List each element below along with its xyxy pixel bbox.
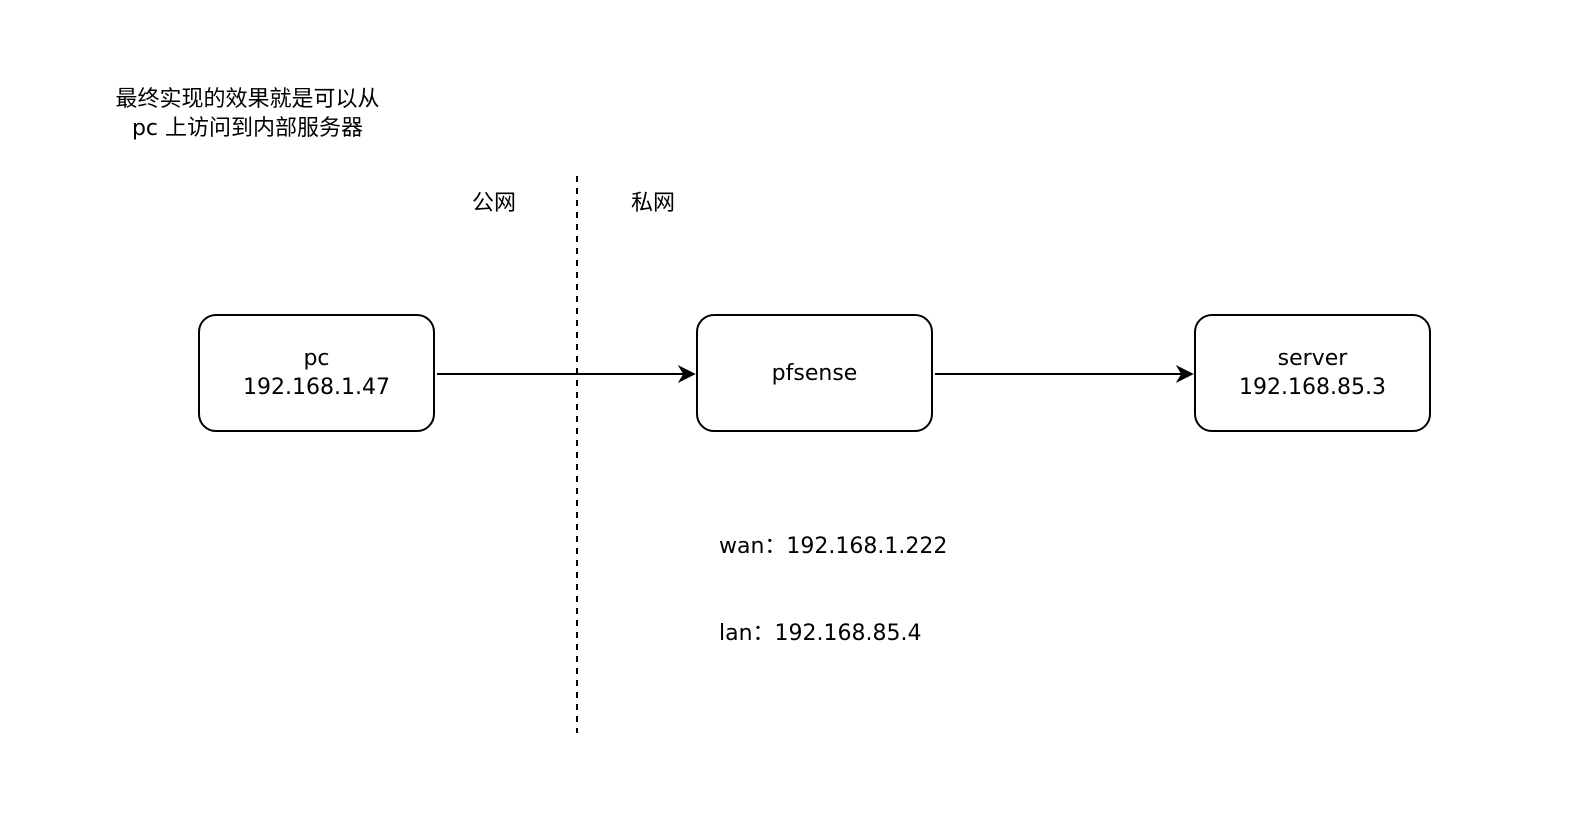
node-pc-name: pc [303, 346, 330, 371]
goal-note: 最终实现的效果就是可以从 pc 上访问到内部服务器 [90, 85, 405, 143]
zone-label-public: 公网 [472, 191, 517, 216]
node-server-ip: 192.168.85.3 [1239, 375, 1386, 400]
pfsense-lan-ip: lan：192.168.85.4 [719, 621, 922, 646]
zone-label-private: 私网 [631, 191, 676, 216]
node-pc[interactable]: pc 192.168.1.47 [198, 314, 435, 432]
goal-note-line-1: 最终实现的效果就是可以从 [115, 87, 380, 112]
node-pc-ip: 192.168.1.47 [243, 375, 390, 400]
node-pfsense[interactable]: pfsense [696, 314, 933, 432]
node-pfsense-name: pfsense [771, 360, 858, 386]
pfsense-wan-ip: wan：192.168.1.222 [719, 534, 948, 559]
node-server[interactable]: server 192.168.85.3 [1194, 314, 1431, 432]
goal-note-line-2: pc 上访问到内部服务器 [131, 116, 364, 141]
pfsense-interfaces: wan：192.168.1.222 lan：192.168.85.4 [719, 474, 947, 706]
node-server-name: server [1277, 346, 1348, 371]
